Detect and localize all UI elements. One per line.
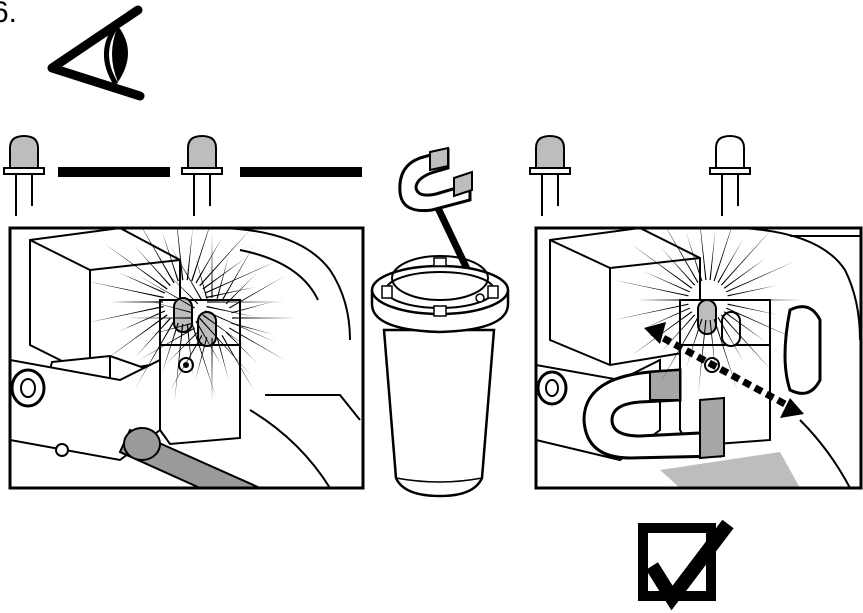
sensor-block xyxy=(160,298,240,444)
checkbox-checked-icon xyxy=(643,524,728,598)
led-icon-right-2 xyxy=(710,136,750,216)
sensor-cup xyxy=(372,256,508,496)
right-panel xyxy=(536,206,861,488)
slot-cutout xyxy=(785,307,820,394)
led-icon-left-2 xyxy=(182,136,222,216)
connector-bar xyxy=(240,167,362,177)
connector-bar xyxy=(58,167,170,177)
horseshoe-magnet-icon xyxy=(400,148,472,211)
left-panel xyxy=(10,203,363,488)
led-icon-left-1 xyxy=(4,136,44,216)
eye-icon xyxy=(52,10,140,96)
led-icon-right-1 xyxy=(530,136,570,216)
